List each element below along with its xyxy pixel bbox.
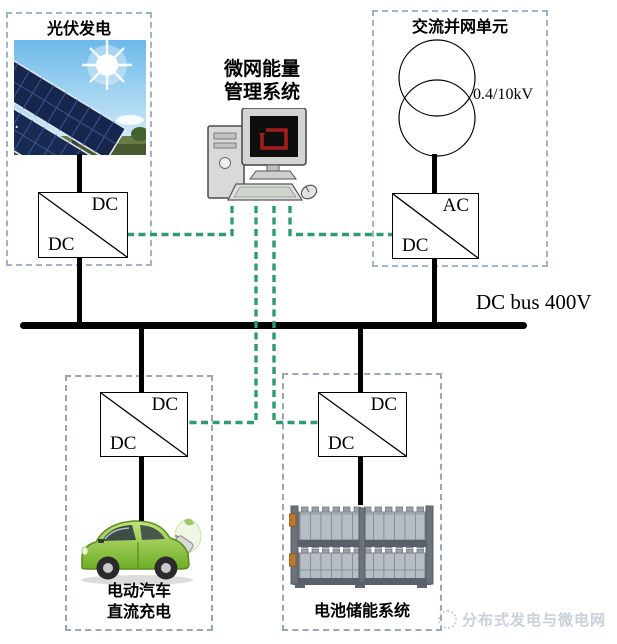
ac-converter-top-label: AC bbox=[442, 195, 469, 216]
battery-terminal bbox=[288, 513, 297, 527]
ems-label: 微网能量 管理系统 bbox=[187, 58, 337, 104]
line-bus-to-batconv bbox=[358, 328, 363, 394]
battery-converter-bottom-label: DC bbox=[328, 433, 355, 454]
computer-mouse bbox=[300, 184, 318, 200]
ac-grid-section-box bbox=[372, 10, 548, 267]
transformer-rating-label: 0.4/10kV bbox=[473, 86, 533, 103]
pv-section-label: 光伏发电 bbox=[46, 21, 111, 38]
watermark-logo-icon bbox=[438, 610, 457, 629]
watermark-text: 分布式发电与微电网 bbox=[462, 612, 607, 629]
line-evconv-to-car bbox=[139, 455, 144, 521]
battery-rack-image bbox=[288, 500, 435, 590]
ev-dc-dc-converter: DC DC bbox=[100, 392, 188, 457]
battery-converter-top-label: DC bbox=[370, 394, 397, 415]
screen-symbol-icon bbox=[260, 128, 288, 150]
pv-dc-dc-converter: DC DC bbox=[38, 192, 128, 258]
line-acconv-to-bus bbox=[432, 257, 437, 324]
dc-bus-line bbox=[20, 322, 527, 329]
line-pvconv-to-bus bbox=[77, 256, 82, 324]
line-transformer-to-converter bbox=[432, 154, 437, 195]
battery-terminal bbox=[288, 553, 297, 567]
line-batconv-to-battery bbox=[358, 455, 363, 505]
dc-bus-label: DC bus 400V bbox=[476, 290, 592, 314]
ev-label-line1: 电动汽车 bbox=[106, 583, 171, 600]
ac-section-label: 交流并网单元 bbox=[411, 19, 508, 36]
battery-section-label: 电池储能系统 bbox=[313, 603, 410, 620]
pv-converter-top-label: DC bbox=[91, 194, 118, 215]
ac-converter-bottom-label: DC bbox=[402, 235, 429, 256]
ev-section-label: 电动汽车 直流充电 bbox=[67, 581, 211, 623]
battery-dc-dc-converter: DC DC bbox=[318, 392, 407, 457]
ev-converter-bottom-label: DC bbox=[110, 433, 137, 454]
ev-label-line2: 直流充电 bbox=[106, 604, 171, 621]
transformer-icon bbox=[396, 37, 480, 159]
pv-converter-bottom-label: DC bbox=[48, 234, 75, 255]
sun-icon bbox=[82, 40, 132, 90]
ems-label-line1: 微网能量 bbox=[223, 59, 300, 80]
solar-panel-image bbox=[0, 40, 149, 196]
ems-label-line2: 管理系统 bbox=[223, 82, 300, 103]
line-pv-to-converter bbox=[77, 154, 82, 194]
ev-car-image bbox=[72, 506, 206, 588]
ev-converter-top-label: DC bbox=[151, 394, 178, 415]
line-bus-to-evconv bbox=[139, 328, 144, 394]
ac-dc-converter: AC DC bbox=[392, 193, 479, 259]
computer-illustration bbox=[206, 107, 320, 204]
